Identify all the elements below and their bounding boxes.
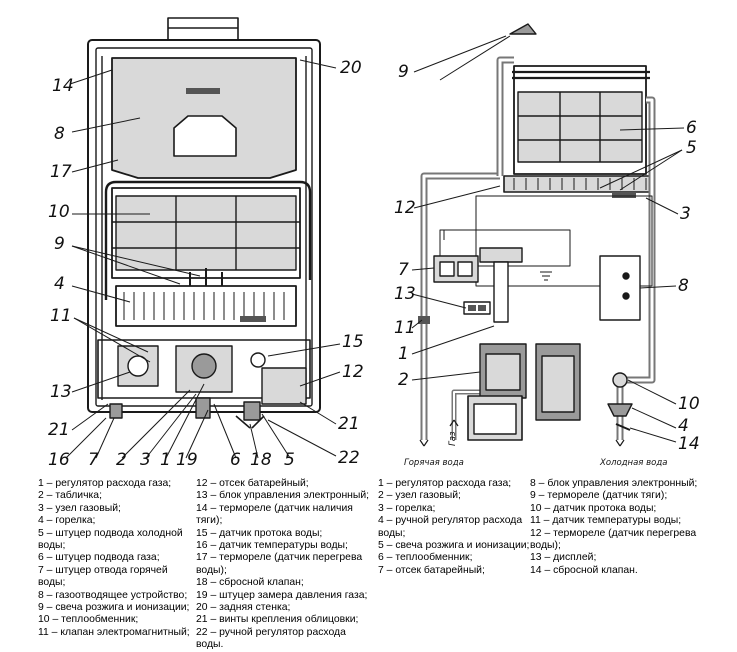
legend-item: 6 – теплообменник; bbox=[378, 552, 473, 564]
left-callout-1: 1 bbox=[160, 450, 171, 470]
legend-item: 12 – термореле (датчик перегрева воды); bbox=[530, 527, 697, 552]
cold-water-label: Холодная вода bbox=[600, 458, 668, 468]
legend-item: 5 – свеча розжига и ионизации; bbox=[378, 540, 530, 552]
legend-left-column: 1 – регулятор расхода газа; 2 – табличка… bbox=[38, 478, 196, 639]
legend-item: 11 – датчик температуры воды; bbox=[530, 515, 682, 527]
right-callout-2: 2 bbox=[398, 370, 409, 390]
diagram-drawing bbox=[65, 17, 685, 459]
left-callout-20: 20 bbox=[340, 58, 362, 78]
left-callout-21-left: 21 bbox=[48, 420, 70, 440]
legend-item: 19 – штуцер замера давления газа; bbox=[196, 589, 368, 601]
right-callout-9: 9 bbox=[398, 62, 409, 82]
legend-item: 2 – табличка; bbox=[38, 490, 102, 502]
legend-item: 3 – горелка; bbox=[378, 502, 436, 514]
left-callout-22: 22 bbox=[338, 448, 360, 468]
legend-item: 21 – винты крепления облицовки; bbox=[196, 614, 359, 626]
left-callout-19: 19 bbox=[176, 450, 198, 470]
left-callout-15: 15 bbox=[342, 332, 364, 352]
left-callout-11: 11 bbox=[50, 306, 72, 326]
legend-item: 8 – блок управления электронный; bbox=[530, 478, 698, 489]
legend-item: 16 – датчик температуры воды; bbox=[196, 540, 348, 552]
legend-item: 13 – дисплей; bbox=[530, 552, 597, 564]
legend-item: 17 – термореле (датчик перегрева воды); bbox=[196, 552, 363, 576]
left-callout-4: 4 bbox=[54, 274, 65, 294]
legend-item: 4 – ручной регулятор расхода воды; bbox=[378, 515, 523, 539]
right-callout-4: 4 bbox=[678, 416, 689, 436]
legend-item: 10 – датчик протока воды; bbox=[530, 502, 657, 514]
legend-right-column-b: 8 – блок управления электронный; 9 – тер… bbox=[530, 478, 710, 577]
legend-item: 12 – отсек батарейный; bbox=[196, 478, 309, 489]
left-callout-14: 14 bbox=[52, 76, 74, 96]
legend-item: 18 – сбросной клапан; bbox=[196, 577, 304, 589]
legend-item: 6 – штуцер подвода газа; bbox=[38, 552, 160, 564]
right-callout-14: 14 bbox=[678, 434, 700, 454]
left-callout-8: 8 bbox=[54, 124, 65, 144]
left-callout-13: 13 bbox=[50, 382, 72, 402]
legend-item: 14 – термореле (датчик наличия тяги); bbox=[196, 502, 353, 527]
legend-item: 13 – блок управления электронный; bbox=[196, 490, 370, 502]
left-callout-21-right: 21 bbox=[338, 414, 360, 434]
legend-item: 3 – узел газовый; bbox=[38, 502, 121, 514]
legend-item: 2 – узел газовый; bbox=[378, 490, 461, 502]
right-callout-3: 3 bbox=[680, 204, 691, 224]
gas-label: Газ bbox=[448, 431, 458, 446]
left-callout-17: 17 bbox=[50, 162, 72, 182]
legend-item: 9 – свеча розжига и ионизации; bbox=[38, 602, 190, 614]
left-callout-7: 7 bbox=[88, 450, 99, 470]
legend-item: 7 – отсек батарейный; bbox=[378, 564, 485, 576]
right-callout-12: 12 bbox=[394, 198, 416, 218]
legend-item: 7 – штуцер отвода горячей воды; bbox=[38, 564, 168, 589]
legend-item: 10 – теплообменник; bbox=[38, 614, 139, 626]
right-callout-13: 13 bbox=[394, 284, 416, 304]
legend-item: 15 – датчик протока воды; bbox=[196, 527, 323, 539]
legend-item: 4 – горелка; bbox=[38, 515, 96, 527]
right-callout-10: 10 bbox=[678, 394, 700, 414]
legend-middle-column: 12 – отсек батарейный; 13 – блок управле… bbox=[196, 478, 371, 652]
legend-item: 5 – штуцер подвода холодной воды; bbox=[38, 527, 183, 552]
right-callout-5: 5 bbox=[686, 138, 697, 158]
legend-item: 1 – регулятор расхода газа; bbox=[378, 478, 512, 489]
left-callout-18: 18 bbox=[250, 450, 272, 470]
legend-item: 1 – регулятор расхода газа; bbox=[38, 478, 172, 489]
left-appliance-drawing bbox=[65, 17, 341, 459]
left-callout-2: 2 bbox=[116, 450, 127, 470]
left-callout-10: 10 bbox=[48, 202, 70, 222]
right-callout-6: 6 bbox=[686, 118, 697, 138]
right-callout-11: 11 bbox=[394, 318, 416, 338]
left-callout-9: 9 bbox=[54, 234, 65, 254]
right-callout-7: 7 bbox=[398, 260, 409, 280]
right-callout-8: 8 bbox=[678, 276, 689, 296]
diagram-stage: 14 20 8 17 10 9 4 11 15 12 13 21 21 16 7… bbox=[48, 17, 700, 470]
legend-item: 14 – сбросной клапан. bbox=[530, 564, 638, 576]
left-callout-6: 6 bbox=[230, 450, 241, 470]
hot-water-label: Горячая вода bbox=[404, 458, 464, 468]
legend-item: 11 – клапан электромагнитный; bbox=[38, 626, 190, 638]
left-callout-16: 16 bbox=[48, 450, 70, 470]
legend-item: 9 – термореле (датчик тяги); bbox=[530, 490, 668, 502]
right-callout-1: 1 bbox=[398, 344, 409, 364]
legend-item: 8 – газоотводящее устройство; bbox=[38, 589, 188, 601]
left-callout-5: 5 bbox=[284, 450, 295, 470]
left-callout-12: 12 bbox=[342, 362, 364, 382]
right-schematic-drawing bbox=[411, 23, 685, 447]
left-callout-3: 3 bbox=[140, 450, 151, 470]
legend-right-column-a: 1 – регулятор расхода газа; 2 – узел газ… bbox=[378, 478, 536, 577]
legend-item: 20 – задняя стенка; bbox=[196, 602, 291, 614]
